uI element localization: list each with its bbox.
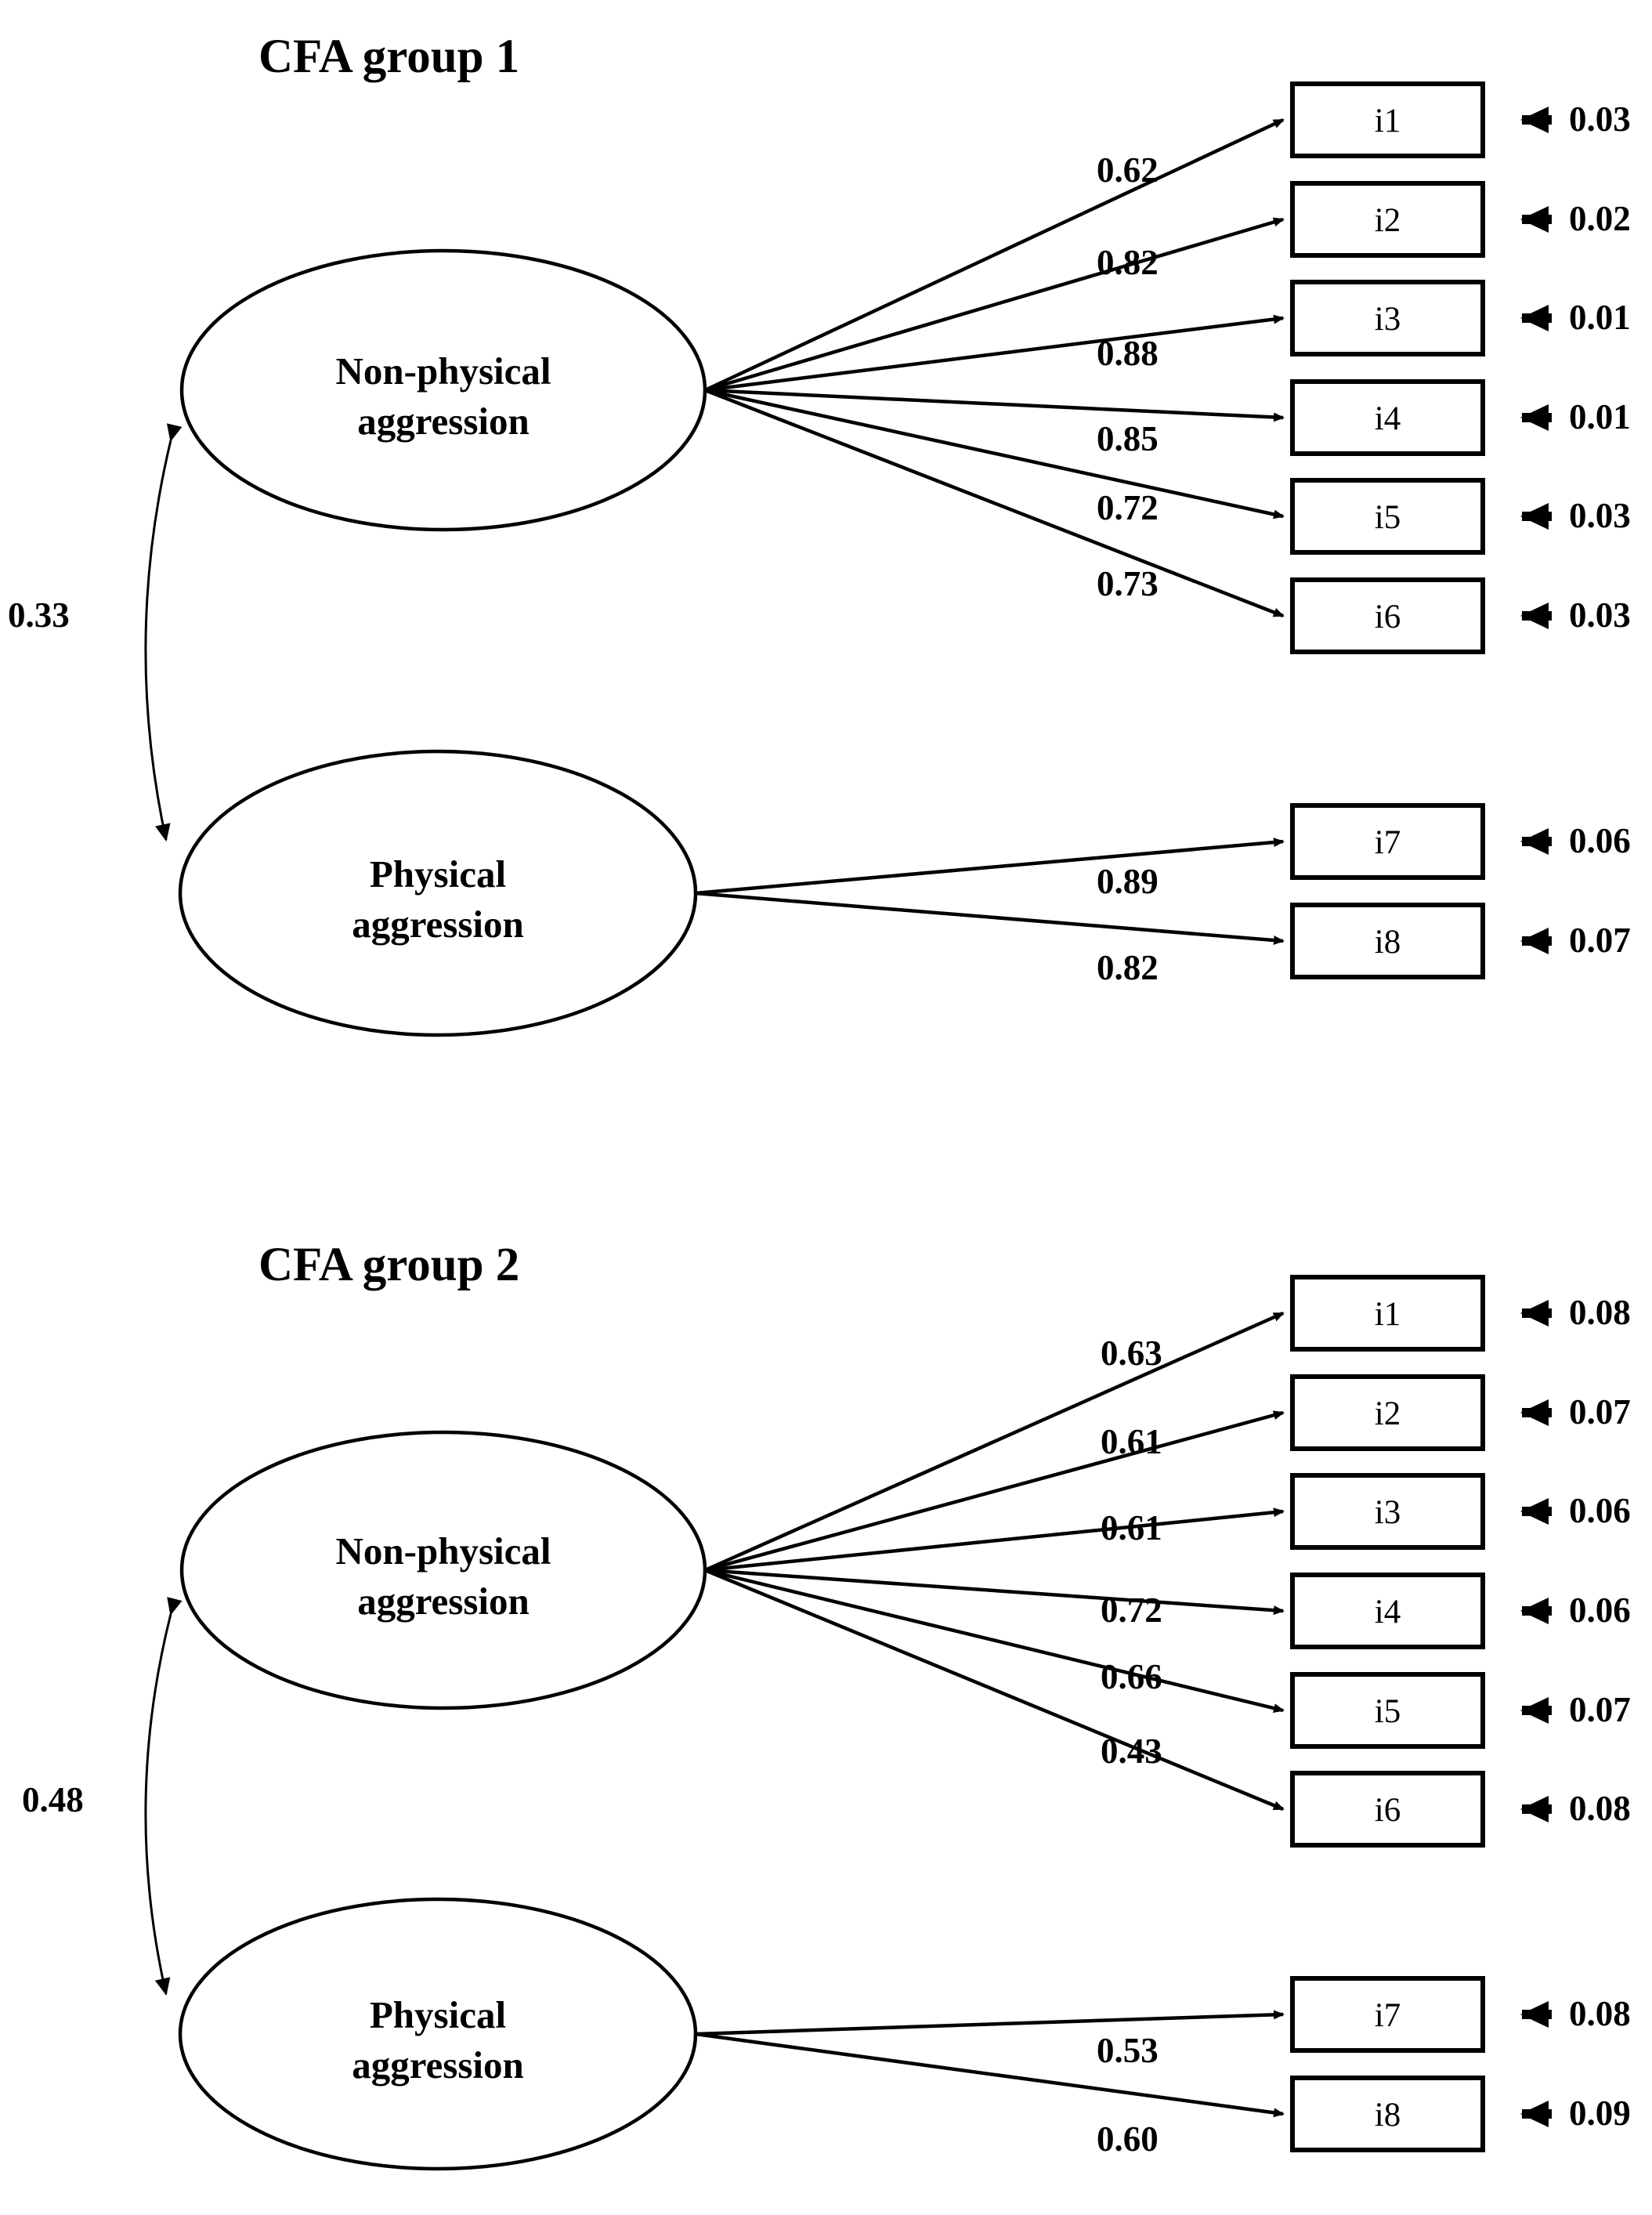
indicator-box-i4 [1290, 1573, 1485, 1649]
factor-ellipse-nonphysical-label-line1: Non-physical [335, 1529, 551, 1573]
factor-ellipse-nonphysical-label-line1: Non-physical [335, 349, 551, 393]
indicator-box-i7 [1290, 1976, 1485, 2053]
factor-correlation-value: 0.33 [8, 595, 70, 635]
loading-value-i2: 0.61 [1101, 1422, 1162, 1461]
loading-value-i7: 0.53 [1097, 2031, 1159, 2070]
residual-value-i4: 0.06 [1569, 1591, 1631, 1630]
loading-path-i6 [704, 1568, 1285, 1811]
residual-value-i3: 0.01 [1569, 298, 1631, 337]
loading-value-i4: 0.72 [1101, 1591, 1162, 1630]
indicator-label-i8: i8 [1375, 924, 1401, 961]
residual-value-i7: 0.06 [1569, 821, 1631, 860]
indicator-box-i8 [1290, 2076, 1485, 2152]
indicator-box-i6 [1290, 577, 1485, 654]
indicator-box-i2 [1290, 1374, 1485, 1451]
indicator-box-i1 [1290, 1275, 1485, 1352]
loading-value-i5: 0.72 [1097, 488, 1159, 527]
loading-path-i2 [704, 1410, 1285, 1573]
indicator-label-i6: i6 [1375, 599, 1401, 635]
loading-path-i2 [704, 217, 1285, 393]
indicator-label-i8: i8 [1375, 2097, 1401, 2134]
indicator-label-i4: i4 [1375, 400, 1401, 437]
loading-value-i5: 0.66 [1101, 1657, 1162, 1696]
group-title-1: CFA group 1 [258, 31, 519, 83]
loading-path-i3 [704, 314, 1285, 393]
indicator-box-i3 [1290, 280, 1485, 356]
residual-value-i5: 0.07 [1569, 1690, 1631, 1729]
indicator-box-i1 [1290, 81, 1485, 158]
indicator-box-i2 [1290, 181, 1485, 258]
loading-value-i8: 0.60 [1097, 2119, 1159, 2159]
indicator-label-i2: i2 [1375, 1395, 1401, 1432]
loading-value-i2: 0.82 [1097, 243, 1159, 282]
residual-value-i6: 0.03 [1569, 595, 1631, 635]
indicator-label-i5: i5 [1375, 499, 1401, 536]
indicator-label-i6: i6 [1375, 1792, 1401, 1829]
indicator-box-i6 [1290, 1771, 1485, 1848]
indicator-label-i7: i7 [1375, 1997, 1401, 2034]
residual-value-i1: 0.03 [1569, 100, 1631, 139]
loading-path-i7 [695, 2010, 1285, 2036]
indicator-label-i7: i7 [1375, 824, 1401, 861]
loading-path-i8 [695, 2032, 1285, 2118]
loading-value-i8: 0.82 [1097, 948, 1159, 987]
loading-value-i1: 0.62 [1097, 150, 1159, 190]
indicator-label-i1: i1 [1375, 1296, 1401, 1333]
indicator-label-i1: i1 [1375, 103, 1401, 139]
loading-path-i3 [704, 1507, 1285, 1573]
indicator-label-i3: i3 [1375, 1494, 1401, 1531]
residual-value-i8: 0.09 [1569, 2094, 1631, 2133]
loading-value-i1: 0.63 [1101, 1334, 1162, 1373]
loading-value-i6: 0.73 [1097, 564, 1159, 603]
indicator-box-i5 [1290, 478, 1485, 555]
loading-value-i3: 0.88 [1097, 334, 1159, 373]
indicator-box-i5 [1290, 1672, 1485, 1749]
indicator-box-i3 [1290, 1473, 1485, 1550]
factor-ellipse-physical-label-line2: aggression [352, 903, 524, 946]
indicator-box-i8 [1290, 903, 1485, 979]
loading-path-i4 [704, 1568, 1285, 1616]
residual-value-i7: 0.08 [1569, 1994, 1631, 2033]
factor-ellipse-physical-label-line1: Physical [370, 852, 506, 896]
factor-correlation-path [144, 423, 183, 841]
indicator-label-i2: i2 [1375, 202, 1401, 239]
indicator-label-i4: i4 [1375, 1594, 1401, 1630]
residual-value-i3: 0.06 [1569, 1491, 1631, 1530]
residual-value-i2: 0.07 [1569, 1392, 1631, 1431]
loading-value-i7: 0.89 [1097, 862, 1159, 901]
loading-path-i5 [704, 388, 1285, 519]
residual-value-i1: 0.08 [1569, 1293, 1631, 1332]
loading-value-i4: 0.85 [1097, 419, 1159, 458]
factor-correlation-value: 0.48 [22, 1780, 84, 1819]
loading-path-i1 [704, 118, 1285, 393]
residual-value-i6: 0.08 [1569, 1789, 1631, 1828]
residual-value-i5: 0.03 [1569, 496, 1631, 535]
factor-ellipse-physical-label-line2: aggression [352, 2043, 524, 2087]
loading-path-i8 [695, 891, 1285, 946]
loading-path-i4 [704, 388, 1285, 422]
indicator-label-i5: i5 [1375, 1693, 1401, 1730]
indicator-box-i7 [1290, 803, 1485, 880]
factor-correlation-path [144, 1597, 183, 1996]
residual-value-i4: 0.01 [1569, 397, 1631, 436]
loading-path-i1 [704, 1311, 1285, 1573]
loading-path-i7 [695, 838, 1285, 896]
indicator-box-i4 [1290, 379, 1485, 456]
residual-value-i8: 0.07 [1569, 921, 1631, 960]
indicator-label-i3: i3 [1375, 301, 1401, 338]
factor-ellipse-nonphysical-label-line2: aggression [357, 400, 530, 443]
group-title-2: CFA group 2 [258, 1239, 519, 1291]
factor-ellipse-physical-label-line1: Physical [370, 1993, 506, 2036]
loading-path-i6 [704, 388, 1285, 618]
residual-value-i2: 0.02 [1569, 199, 1631, 238]
loading-value-i6: 0.43 [1101, 1732, 1162, 1771]
loading-value-i3: 0.61 [1101, 1508, 1162, 1547]
factor-ellipse-nonphysical-label-line2: aggression [357, 1580, 530, 1623]
loading-path-i5 [704, 1568, 1285, 1714]
